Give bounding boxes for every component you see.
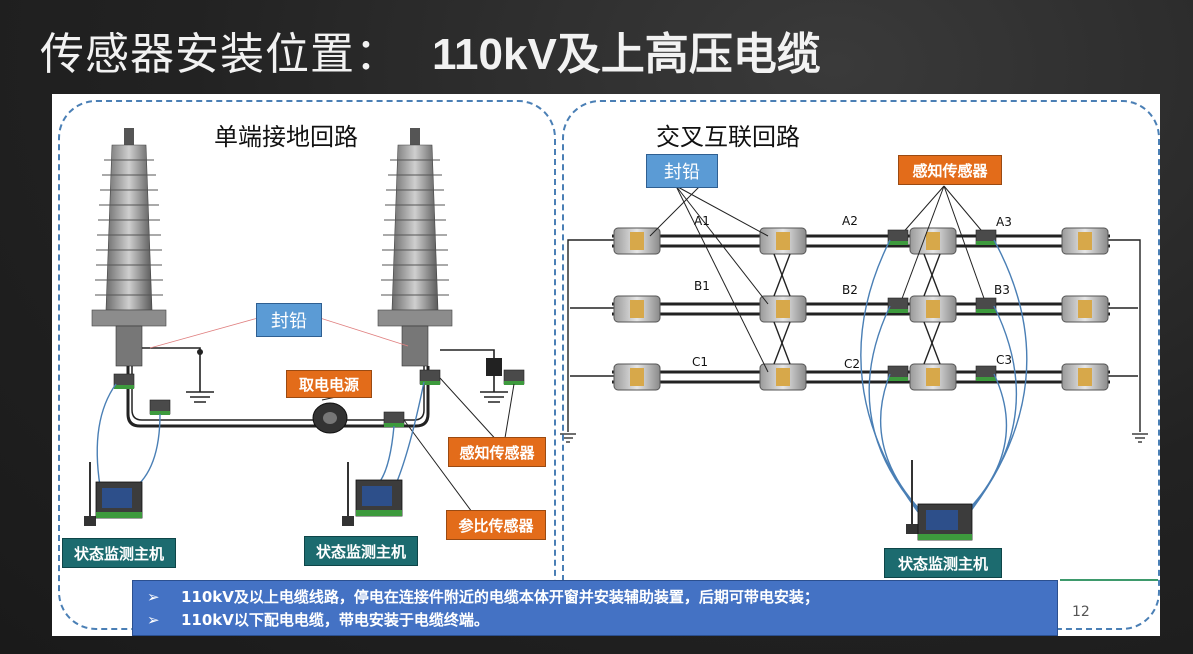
power-source-tag: 取电电源: [286, 370, 372, 398]
left-host-1-device: [84, 462, 143, 526]
label-b2: B2: [842, 283, 858, 297]
left-host-2-tag: 状态监测主机: [304, 536, 418, 566]
right-seal-tag: 封铅: [646, 154, 718, 188]
left-host-2-device: [342, 462, 403, 526]
right-sensor-tag: 感知传感器: [898, 155, 1002, 185]
label-c3: C3: [996, 353, 1013, 367]
slide-title: 传感器安装位置： 110kV及上高压电缆: [40, 20, 821, 80]
label-a2: A2: [842, 214, 858, 228]
left-seal-tag: 封铅: [256, 303, 322, 337]
notes-box: ➢ 110kV及以上电缆线路，停电在连接件附近的电缆本体开窗并安装辅助装置，后期…: [132, 580, 1058, 636]
label-b1: B1: [694, 279, 710, 293]
label-a3: A3: [996, 215, 1012, 229]
reference-sensor-tag: 参比传感器: [446, 510, 546, 540]
note-row-1: ➢ 110kV及以上电缆线路，停电在连接件附近的电缆本体开窗并安装辅助装置，后期…: [147, 585, 1043, 608]
left-sensor-tag: 感知传感器: [448, 437, 546, 467]
note-text-1: 110kV及以上电缆线路，停电在连接件附近的电缆本体开窗并安装辅助装置，后期可带…: [181, 588, 819, 606]
joint-row-a: [613, 227, 1109, 255]
note-bullet-2: ➢: [147, 610, 160, 629]
label-c1: C1: [692, 355, 709, 369]
label-c2: C2: [844, 357, 861, 371]
left-sensor-modules: [113, 369, 525, 427]
right-host-device: [906, 460, 973, 541]
right-sensor-modules: [887, 229, 997, 381]
left-zone-title: 单端接地回路: [214, 123, 358, 151]
title-main: 110kV及上高压电缆: [432, 30, 821, 79]
note-text-2: 110kV以下配电电缆，带电安装于电缆终端。: [181, 611, 489, 629]
right-zone-title: 交叉互联回路: [656, 123, 800, 151]
left-terminal-2: [377, 128, 453, 367]
joint-row-b: [613, 295, 1109, 323]
left-terminal-1: [91, 128, 167, 367]
page-number: 12: [1072, 604, 1090, 620]
title-prefix: 传感器安装位置：: [40, 29, 400, 80]
right-host-tag: 状态监测主机: [884, 548, 1002, 578]
label-a1: A1: [694, 214, 710, 228]
left-host-1-tag: 状态监测主机: [62, 538, 176, 568]
label-b3: B3: [994, 283, 1010, 297]
note-row-2: ➢ 110kV以下配电电缆，带电安装于电缆终端。: [147, 608, 1043, 631]
note-bullet-1: ➢: [147, 587, 160, 606]
joint-row-c: [613, 363, 1109, 391]
